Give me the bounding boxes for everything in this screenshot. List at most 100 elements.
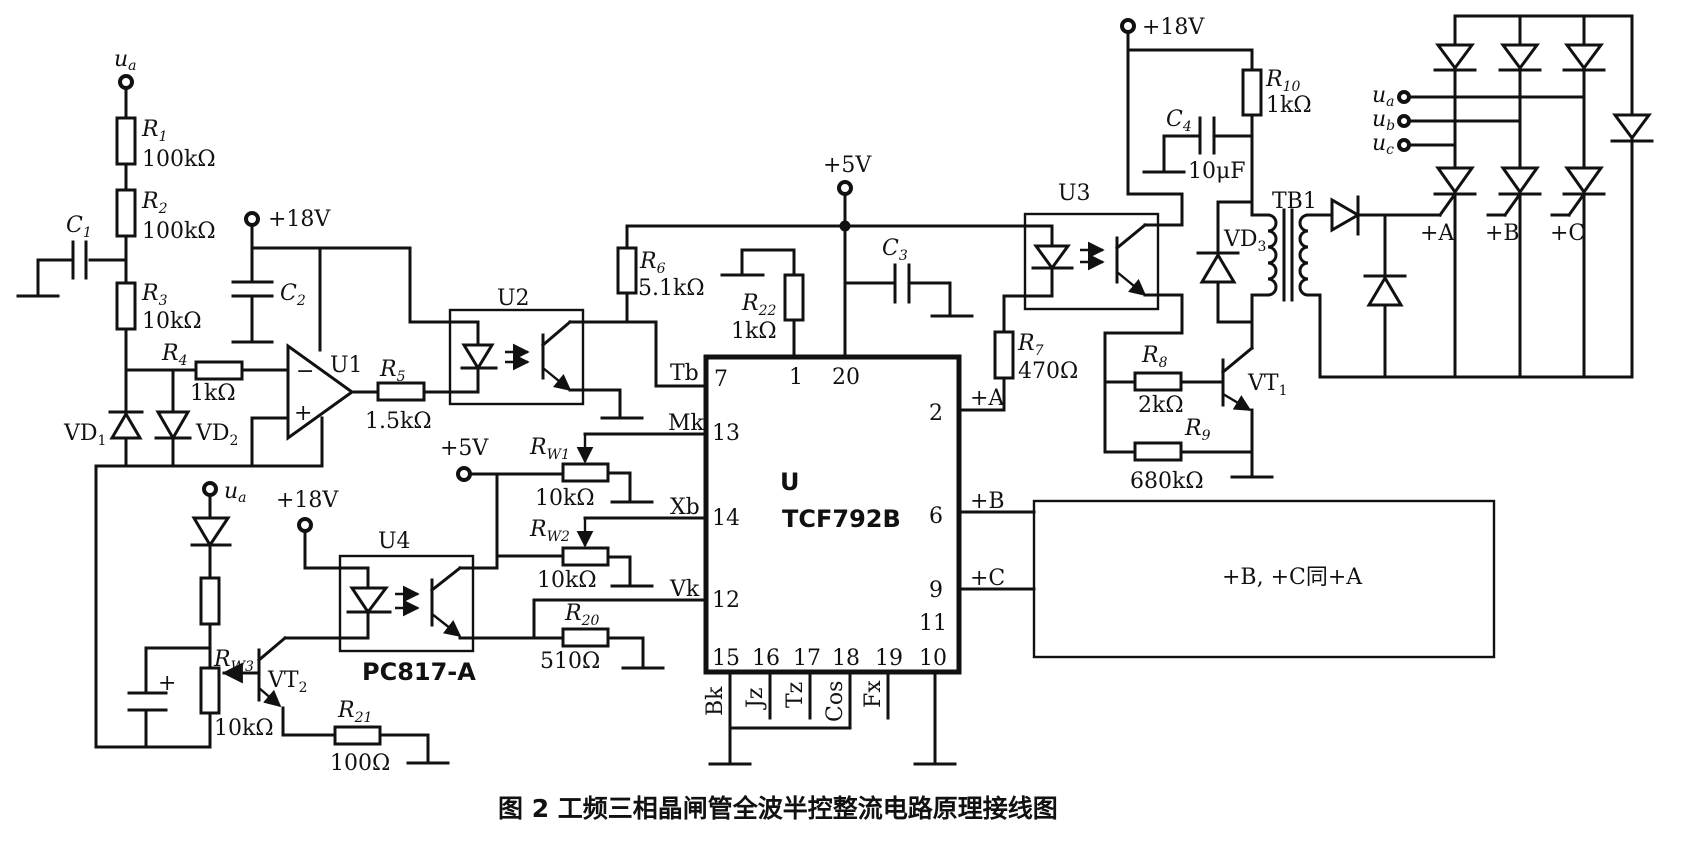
thyristor-C	[1564, 166, 1604, 195]
C2-label: C2	[280, 281, 306, 309]
gate-label-C: +C	[1550, 221, 1585, 246]
pin-14: 14	[712, 506, 740, 531]
ua-label-mid: ua	[224, 479, 247, 506]
v18-terminal-left	[244, 211, 260, 227]
R4-label: R4	[161, 341, 188, 369]
U3-label: U3	[1058, 181, 1091, 206]
v5-terminal-top	[837, 180, 853, 196]
opamp-plus: +	[294, 401, 312, 426]
v18-label-mid: +18V	[276, 488, 339, 513]
ic-part: TCF792B	[782, 505, 901, 533]
U2-label: U2	[497, 286, 530, 311]
pin-1: 1	[789, 365, 803, 390]
resistor-R21	[333, 725, 382, 746]
transformer-secondary	[1298, 213, 1310, 297]
potentiometer-RW1	[561, 462, 610, 483]
resistor-R1	[115, 116, 137, 166]
ic-body	[703, 354, 962, 675]
R6-value: 5.1kΩ	[638, 276, 705, 301]
ic-U-TCF792B: U TCF792B 7 1 20 13 14 12 2 6 9 11 15 16…	[440, 354, 1036, 766]
optocoupler-U2: U2	[408, 286, 708, 420]
pin-13: 13	[712, 421, 740, 446]
pin-6: 6	[929, 504, 943, 529]
R21-label: R21	[337, 698, 372, 726]
C4-value: 10μF	[1188, 159, 1246, 184]
pin-12: 12	[712, 588, 740, 613]
R2-value: 100kΩ	[142, 219, 216, 244]
pin-11: 11	[919, 611, 947, 636]
resistor-R4	[194, 360, 244, 381]
R22-value: 1kΩ	[731, 319, 777, 344]
signal-Cos: Cos	[823, 681, 848, 722]
gate-label-B: +B	[1485, 221, 1520, 246]
VT1-label: VT1	[1247, 371, 1287, 399]
resistor-R9	[1133, 441, 1183, 462]
R8-label: R8	[1141, 343, 1168, 371]
pin-2: 2	[929, 401, 943, 426]
R1-label: R1	[141, 117, 168, 145]
supply-5v-section: R6 5.1kΩ +5V C3 R22 1kΩ	[616, 153, 1014, 359]
RW1-value: 10kΩ	[535, 486, 595, 511]
v18-terminal-mid	[297, 517, 313, 533]
R9-label: R9	[1184, 416, 1211, 444]
C3-label: C3	[882, 236, 908, 264]
pin-9: 9	[929, 578, 943, 603]
thyristor-bridge: ua ub uc +A +B +C	[1372, 14, 1654, 379]
diode-icon	[191, 516, 231, 548]
diode-freewheel	[1612, 113, 1652, 141]
R7-value: 470Ω	[1018, 359, 1078, 384]
TB1-label: TB1	[1272, 189, 1317, 214]
R1-value: 100kΩ	[142, 147, 216, 172]
resistor-unnamed	[199, 576, 221, 626]
VD2-label: VD2	[195, 421, 238, 449]
cap-plus: +	[158, 671, 176, 696]
signal-Mk: Mk	[668, 411, 705, 436]
U4-part: PC817-A	[362, 658, 476, 686]
diode-series	[1330, 197, 1362, 233]
ua-terminal-top	[118, 74, 134, 90]
R4-value: 1kΩ	[190, 381, 236, 406]
R20-value: 510Ω	[540, 649, 600, 674]
signal-Vk: Vk	[669, 577, 700, 602]
pulse-stage: U3 R7 470Ω R8 2kΩ R9 680kΩ	[993, 15, 1634, 494]
signal-A: +A	[970, 386, 1005, 411]
R6-label: R6	[639, 249, 666, 277]
resistor-R5	[376, 381, 426, 402]
led-icon	[1033, 244, 1071, 271]
v18-label-right: +18V	[1142, 15, 1205, 40]
figure-caption: 图 2 工频三相晶闸管全波半控整流电路原理接线图	[498, 794, 1058, 823]
signal-C: +C	[970, 566, 1005, 591]
signal-Bk: Bk	[703, 686, 728, 716]
U4-label: U4	[378, 529, 411, 554]
RW1-label: RW1	[529, 435, 570, 463]
RW2-label: RW2	[529, 517, 570, 545]
R22-label: R22	[741, 291, 776, 319]
signal-Jz: Jz	[743, 688, 768, 710]
ua-terminal-mid	[202, 481, 218, 497]
ub-label-right: ub	[1372, 107, 1395, 134]
resistor-R3	[115, 281, 137, 331]
pin-19: 19	[875, 646, 903, 671]
C1-label: C1	[66, 213, 92, 241]
resistor-R10	[1241, 68, 1263, 117]
ic-name: U	[780, 468, 800, 496]
R5-value: 1.5kΩ	[365, 409, 432, 434]
v5-label-top: +5V	[823, 153, 872, 178]
resistor-R8	[1133, 371, 1183, 392]
R10-label: R10	[1265, 67, 1300, 95]
VD3-label: VD3	[1223, 227, 1266, 255]
diode-VD3	[1199, 252, 1237, 284]
signal-Tz: Tz	[783, 682, 808, 708]
resistor-R20	[561, 627, 610, 648]
ua-label-right: ua	[1372, 83, 1395, 110]
resistor-R6	[616, 246, 638, 295]
gate-label-A: +A	[1420, 221, 1455, 246]
RW2-value: 10kΩ	[537, 568, 597, 593]
opamp-minus: −	[296, 359, 314, 384]
R9-value: 680kΩ	[1130, 469, 1204, 494]
R3-value: 10kΩ	[142, 309, 202, 334]
R3-label: R3	[141, 281, 168, 309]
U1-label: U1	[330, 353, 363, 378]
input-divider: ua R1 100kΩ R2 100kΩ C1 R3 10kΩ R4 1kΩ V…	[16, 47, 324, 749]
thyristor-B	[1500, 166, 1540, 195]
